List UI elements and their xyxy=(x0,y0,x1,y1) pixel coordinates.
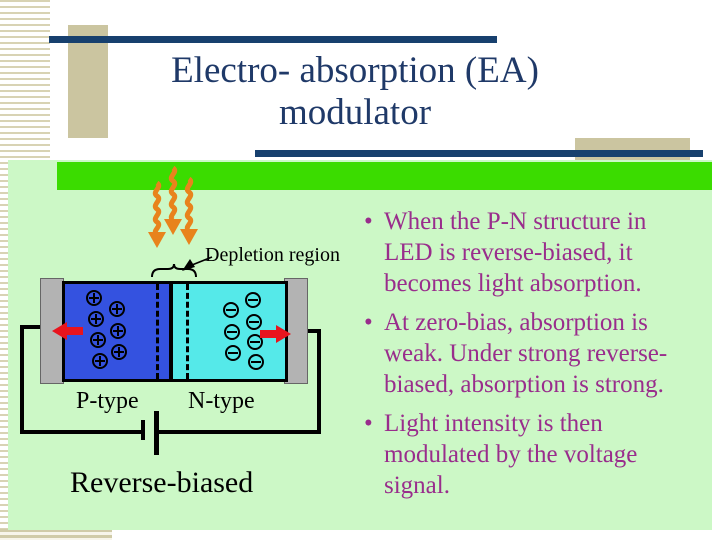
positive-charge-icon xyxy=(110,323,126,339)
bullet-item: • When the P-N structure in LED is reverse… xyxy=(360,206,716,299)
red-arrow-left-body xyxy=(66,327,83,335)
positive-charge-icon xyxy=(92,353,108,369)
bullet-text-block: • When the P-N structure in LED is reverse… xyxy=(360,206,716,509)
wire-left-stub xyxy=(20,325,42,329)
positive-charge-icon xyxy=(88,311,104,327)
depletion-region-label: Depletion region xyxy=(205,244,340,266)
slide-title: Electro- absorption (EA) modulator xyxy=(120,50,590,134)
title-rule-top xyxy=(49,36,497,43)
bullet-line: signal. xyxy=(384,472,450,499)
negative-charge-icon xyxy=(247,334,263,350)
bullet-line: biased, absorption is strong. xyxy=(384,371,664,398)
wire-left-vertical xyxy=(20,325,24,434)
title-rule-bottom xyxy=(255,150,703,157)
bullet-line: becomes light absorption. xyxy=(384,270,642,297)
wire-bottom-right xyxy=(159,430,321,434)
red-arrow-left-icon xyxy=(52,322,67,340)
depletion-boundary-left xyxy=(156,284,159,379)
bullet-line: LED is reverse-biased, it xyxy=(384,239,633,266)
wire-bottom-left xyxy=(20,430,143,434)
negative-charge-icon xyxy=(223,302,239,318)
reverse-biased-label: Reverse-biased xyxy=(70,466,254,499)
wire-right-vertical xyxy=(317,331,321,434)
slide-title-line2: modulator xyxy=(278,92,432,133)
bullet-line: Light intensity is then xyxy=(384,410,603,437)
battery-short-plate xyxy=(141,420,145,440)
negative-charge-icon xyxy=(225,345,241,361)
red-arrow-right-icon xyxy=(276,325,291,343)
slide-title-line1: Electro- absorption (EA) xyxy=(171,50,539,91)
depletion-boundary-right xyxy=(186,284,189,379)
red-arrow-right-body xyxy=(260,330,277,338)
negative-charge-icon xyxy=(246,314,262,330)
positive-charge-icon xyxy=(86,290,102,306)
bullet-marker: • xyxy=(364,309,373,336)
tan-rectangle-top-left xyxy=(68,25,108,138)
incident-light-arrows-icon xyxy=(148,165,198,248)
bullet-line: weak. Under strong reverse- xyxy=(384,340,668,367)
bullet-marker: • xyxy=(364,208,373,235)
junction-line xyxy=(169,284,173,379)
negative-charge-icon xyxy=(245,292,261,308)
wire-right-stub xyxy=(306,329,321,333)
negative-charge-icon xyxy=(224,324,240,340)
bottom-stripe-decoration xyxy=(0,529,112,540)
bullet-line: modulated by the voltage xyxy=(384,441,638,468)
positive-charge-icon xyxy=(109,301,125,317)
positive-charge-icon xyxy=(111,344,127,360)
bullet-line: At zero-bias, absorption is xyxy=(384,309,648,336)
bullet-item: • Light intensity is then modulated by the… xyxy=(360,408,716,501)
positive-charge-icon xyxy=(90,332,106,348)
n-type-label: N-type xyxy=(188,388,255,414)
bullet-marker: • xyxy=(364,410,373,437)
bullet-item: • At zero-bias, absorption is weak. Under … xyxy=(360,307,716,400)
bullet-line: When the P-N structure in xyxy=(384,208,647,235)
battery-long-plate xyxy=(154,411,159,455)
negative-charge-icon xyxy=(248,354,264,370)
green-accent-bar xyxy=(57,162,712,190)
p-type-label: P-type xyxy=(76,388,139,414)
depletion-brace-icon xyxy=(151,263,197,278)
